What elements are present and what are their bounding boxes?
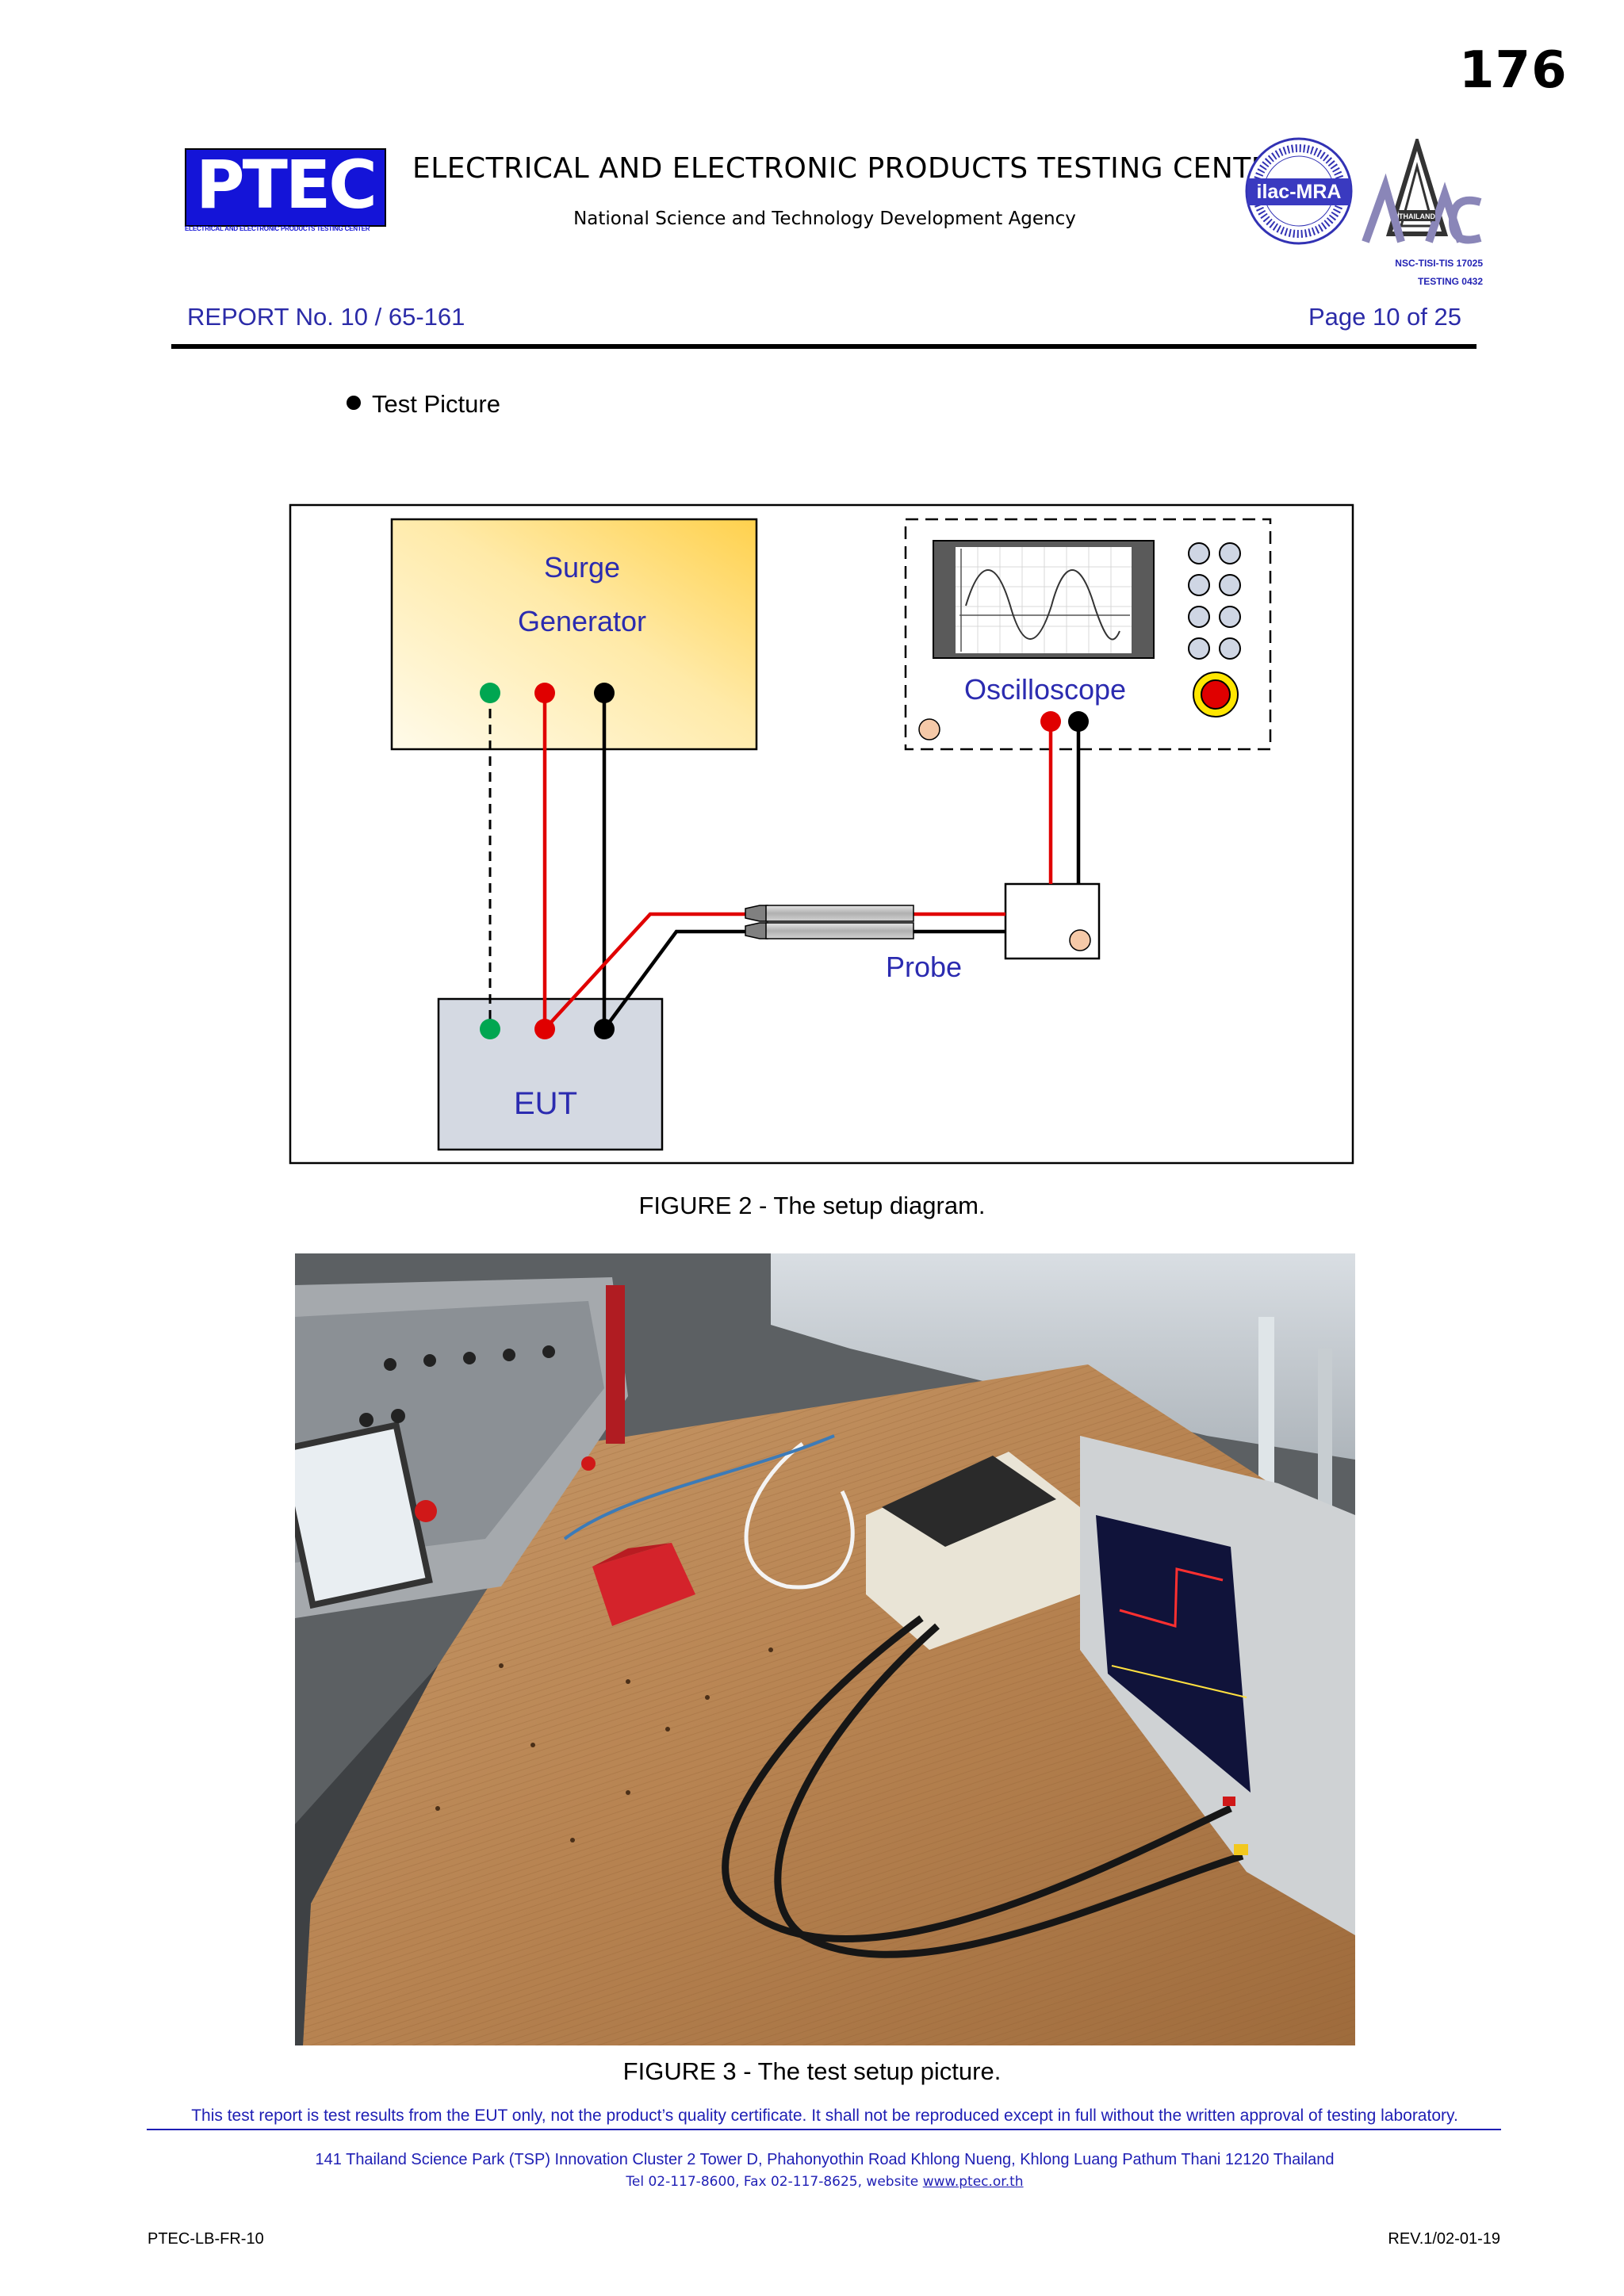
photo-white-cable	[744, 1442, 855, 1590]
photo-oscilloscope-screen	[1096, 1515, 1251, 1793]
form-id: PTEC-LB-FR-10	[147, 2230, 264, 2248]
surge-neutral-terminal	[594, 683, 615, 703]
probe-adapter-indicator-dot	[1069, 929, 1091, 951]
report-number: REPORT No. 10 / 65-161	[187, 303, 465, 331]
setup-diagram: Surge Generator Oscilloscope EUT Probe	[289, 503, 1354, 1165]
probe-neutral-lead	[603, 929, 752, 1031]
ilac-text: ilac-MRA	[1257, 181, 1342, 203]
photo-yellow-tag	[1234, 1844, 1248, 1855]
oscilloscope-power-button	[1201, 679, 1231, 710]
header-divider	[171, 344, 1477, 349]
photo-oscilloscope-trace	[1119, 1567, 1224, 1628]
probe-body-lower	[765, 922, 914, 939]
ptec-logo-subtitle: ELECTRICAL AND ELECTRONIC PRODUCTS TESTI…	[185, 225, 370, 232]
eut-neutral-terminal	[594, 1019, 615, 1039]
scope-neutral-terminal	[1068, 711, 1089, 732]
accreditation-number: TESTING 0432	[1417, 276, 1483, 287]
photo-oscilloscope-trace-2	[1111, 1665, 1247, 1698]
footer-contact-phone: Tel 02-117-8600, Fax 02-117-8625, websit…	[626, 2174, 923, 2190]
photo-eut-device	[592, 1543, 695, 1626]
oscilloscope-knobs	[1188, 542, 1241, 660]
surge-generator-box	[390, 518, 758, 751]
footer-divider	[147, 2129, 1501, 2130]
revision: REV.1/02-01-19	[1388, 2230, 1500, 2248]
photo-generator-emergency-button	[415, 1500, 437, 1522]
ilac-mra-logo: ilac-MRA	[1245, 137, 1353, 245]
eut-ground-terminal	[480, 1019, 500, 1039]
center-title: ELECTRICAL AND ELECTRONIC PRODUCTS TESTI…	[412, 152, 1290, 185]
figure-3-text: The test setup picture.	[751, 2057, 1002, 2085]
photo-table-shadow	[295, 1666, 438, 2045]
footer-contact: Tel 02-117-8600, Fax 02-117-8625, websit…	[0, 2174, 1624, 2190]
photo-generator-knobs	[359, 1345, 555, 1427]
probe-label: Probe	[886, 951, 962, 983]
page-number: 176	[1459, 41, 1568, 100]
photo-black-cable-2	[774, 1623, 1244, 1958]
surge-generator-label-line2: Generator	[518, 605, 646, 637]
agency-name: National Science and Technology Developm…	[573, 209, 1076, 229]
oscilloscope-screen	[956, 547, 1132, 653]
probe-body-upper	[765, 905, 914, 922]
photo-wall	[771, 1253, 1355, 1460]
nac-thailand-logo: THAILAND	[1362, 139, 1482, 244]
photo-eut-device-top	[592, 1543, 672, 1567]
figure-3-caption: FIGURE 3 - The test setup picture.	[0, 2057, 1624, 2086]
ptec-logo-background	[185, 148, 386, 227]
oscilloscope-indicator-dot	[918, 718, 940, 740]
surge-ground-terminal	[480, 683, 500, 703]
photo-pipe-frame-2	[1318, 1349, 1332, 1507]
footer-address: 141 Thailand Science Park (TSP) Innovati…	[315, 2151, 1335, 2168]
nac-thailand-text: THAILAND	[1399, 212, 1435, 220]
probe-tip-upper	[745, 905, 768, 922]
eut-live-terminal	[534, 1019, 555, 1039]
photo-blue-cable	[563, 1434, 835, 1540]
ptec-logo: PTEC	[196, 146, 377, 224]
surge-generator-label-line1: Surge	[544, 551, 620, 584]
bullet-icon	[347, 396, 361, 410]
oscilloscope-label: Oscilloscope	[964, 673, 1126, 706]
probe-tip-lower	[745, 922, 768, 939]
photo-generator-red-terminal	[581, 1456, 596, 1471]
test-setup-photo	[295, 1253, 1355, 2045]
photo-probe-adapter-top	[882, 1456, 1056, 1547]
photo-table-holes	[435, 1647, 773, 1843]
oscilloscope-waveform	[965, 569, 1120, 641]
photo-black-cable-1	[722, 1615, 1232, 1943]
figure-2-caption: FIGURE 2 - The setup diagram.	[0, 1192, 1624, 1220]
photo-red-rack-post	[606, 1285, 625, 1444]
footer-website-link[interactable]: www.ptec.or.th	[922, 2174, 1024, 2190]
photo-red-tag	[1223, 1797, 1235, 1806]
photo-pipe-frame	[1258, 1317, 1274, 1491]
eut-label: EUT	[514, 1086, 577, 1121]
scope-live-terminal	[1040, 711, 1061, 732]
surge-live-terminal	[534, 683, 555, 703]
page-indicator: Page 10 of 25	[1308, 303, 1461, 331]
figure-2-text: The setup diagram.	[767, 1192, 986, 1219]
figure-3-label: FIGURE 3 -	[622, 2057, 752, 2085]
probe-live-lead	[543, 912, 752, 1031]
section-title: Test Picture	[372, 390, 500, 418]
footer-disclaimer: This test report is test results from th…	[191, 2107, 1458, 2125]
figure-2-label: FIGURE 2 -	[638, 1192, 768, 1219]
accreditation-standard: NSC-TISI-TIS 17025	[1395, 258, 1483, 269]
photo-monitor	[295, 1421, 433, 1609]
